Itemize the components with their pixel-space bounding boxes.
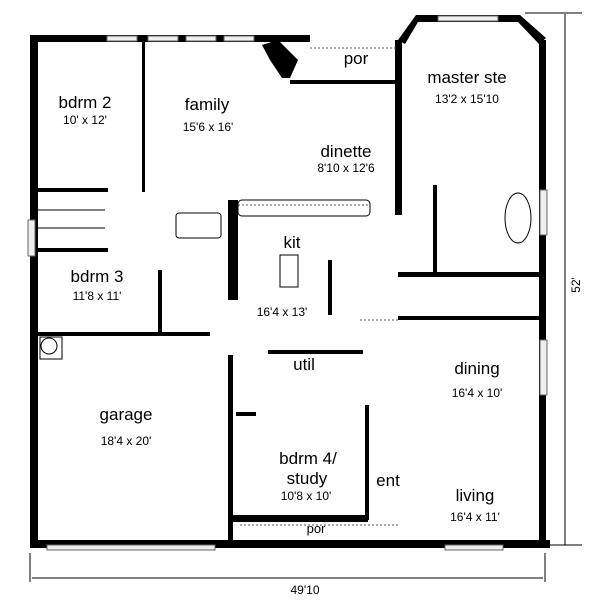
room-size-bdrm4: 10'8 x 10' <box>281 489 332 503</box>
room-label-util: util <box>293 355 315 374</box>
room-size-bdrm2: 10' x 12' <box>63 113 107 127</box>
room-label-front-porch: por <box>307 521 326 536</box>
room-size-master: 13'2 x 15'10 <box>435 92 499 106</box>
room-size-kitchen: 16'4 x 13' <box>257 305 308 319</box>
room-label-bdrm4: bdrm 4/ <box>279 449 337 468</box>
room-size-bdrm3: 11'8 x 11' <box>73 289 122 303</box>
room-label-dining: dining <box>454 359 499 378</box>
room-label-rear-porch: por <box>344 49 369 68</box>
overall-width: 49'10 <box>291 583 320 597</box>
room-size-garage: 18'4 x 20' <box>101 434 152 448</box>
room-label-bdrm3: bdrm 3 <box>71 267 124 286</box>
room-label-entry: ent <box>376 471 400 490</box>
room-label-garage: garage <box>100 405 153 424</box>
room-label-family: family <box>185 95 230 114</box>
overall-depth: 52' <box>569 277 583 293</box>
room-size-dining: 16'4 x 10' <box>452 386 503 400</box>
room-label-bdrm2: bdrm 2 <box>59 93 112 112</box>
room-label-dinette: dinette <box>320 142 371 161</box>
room-label-study: study <box>287 469 328 488</box>
room-size-living: 16'4 x 11' <box>450 510 500 524</box>
dimension-lines <box>29 12 582 582</box>
windows <box>27 15 548 551</box>
room-size-family: 15'6 x 16' <box>183 120 234 134</box>
room-label-living: living <box>456 486 495 505</box>
room-label-kitchen: kit <box>284 233 301 252</box>
room-label-master: master ste <box>427 68 506 87</box>
interior-walls <box>38 40 540 545</box>
room-size-dinette: 8'10 x 12'6 <box>317 161 375 175</box>
